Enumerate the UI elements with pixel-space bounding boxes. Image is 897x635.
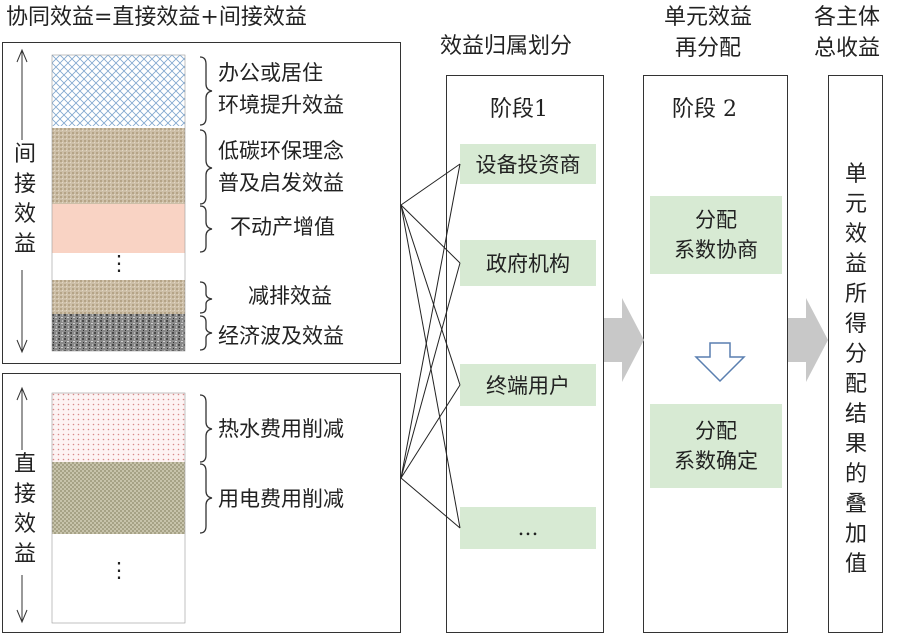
- result-text: 单元效益所得分配结果的叠加值: [844, 162, 867, 577]
- label-emission-reduction: 减排效益: [248, 284, 332, 308]
- label-hotwater-savings: 热水费用削减: [218, 417, 344, 441]
- redistribution-title-line2: 再分配: [675, 36, 742, 61]
- step1-line1: 分配: [695, 208, 737, 232]
- redistribution-title-line1: 单元效益: [664, 5, 753, 30]
- total-income-title-line1: 各主体: [814, 5, 881, 30]
- strip-emission-reduction: [52, 280, 185, 314]
- actor-more: …: [460, 507, 596, 549]
- actor-equipment-investor: 设备投资商: [460, 144, 596, 184]
- label-environment-line2: 环境提升效益: [218, 93, 344, 117]
- strip-environment-benefit: [52, 55, 185, 126]
- strip-lowcarbon-benefit: [52, 128, 185, 204]
- stage1-label: 阶段1: [490, 97, 548, 122]
- step-coefficient-determination: 分配 系数确定: [650, 404, 782, 488]
- label-lowcarbon-line2: 普及启发效益: [218, 171, 344, 195]
- step2-line2: 系数确定: [674, 449, 758, 473]
- step1-line2: 系数协商: [674, 238, 758, 262]
- step-coefficient-negotiation: 分配 系数协商: [650, 196, 782, 274]
- label-electricity-savings: 用电费用削减: [218, 487, 344, 511]
- label-environment-line1: 办公或居住: [218, 61, 323, 85]
- total-income-title-line2: 总收益: [814, 36, 881, 61]
- strip-economic-spillover: [52, 314, 185, 351]
- label-property-value: 不动产增值: [230, 215, 335, 239]
- label-lowcarbon-line1: 低碳环保理念: [218, 139, 344, 163]
- strip-electricity-savings: [52, 462, 185, 534]
- direct-ellipsis: ⋮: [108, 558, 130, 582]
- indirect-benefits-label: 间接效益: [13, 142, 36, 257]
- strip-hotwater-savings: [52, 393, 185, 462]
- step2-line1: 分配: [695, 419, 737, 443]
- benefit-equation-title: 协同效益=直接效益+间接效益: [6, 5, 307, 30]
- actor-end-user: 终端用户: [460, 364, 596, 406]
- indirect-ellipsis: ⋮: [108, 251, 130, 275]
- direct-benefits-label: 直接效益: [13, 452, 36, 567]
- stage2-label: 阶段 2: [672, 97, 737, 122]
- strip-property-value: [52, 204, 185, 253]
- label-economic-spillover: 经济波及效益: [218, 324, 344, 348]
- actor-government: 政府机构: [460, 240, 596, 286]
- attribution-title: 效益归属划分: [440, 34, 573, 59]
- stage2-panel: [643, 75, 788, 633]
- result-panel: [828, 75, 883, 633]
